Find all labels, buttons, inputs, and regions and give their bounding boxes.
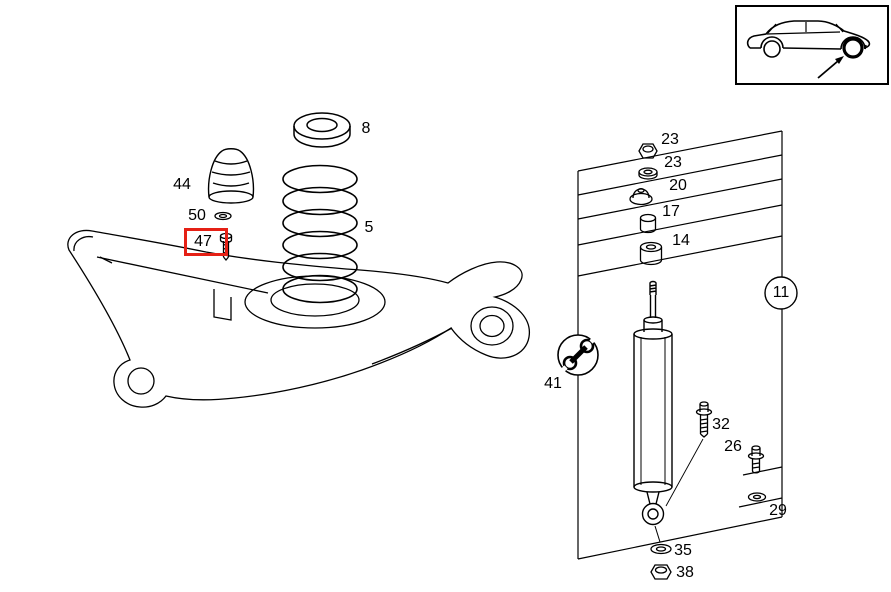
nut-38-drawing xyxy=(650,564,672,580)
bump-stop-drawing xyxy=(207,148,255,204)
arm-foot-eye xyxy=(127,367,155,395)
piston-rod xyxy=(649,295,657,318)
coil-spring-drawing xyxy=(282,164,358,304)
spacer-14-drawing xyxy=(639,241,663,266)
part-label-38[interactable]: 38 xyxy=(676,564,694,581)
dome-washer-20-drawing xyxy=(629,188,653,206)
shock-absorber-drawing xyxy=(633,280,673,543)
part-label-5[interactable]: 5 xyxy=(364,219,374,236)
part-label-35[interactable]: 35 xyxy=(674,542,692,559)
bushing-17-drawing xyxy=(639,213,657,234)
shelf-lines xyxy=(577,154,783,277)
part-label-14[interactable]: 14 xyxy=(672,232,690,249)
leader-line-32 xyxy=(665,438,704,507)
part-label-11[interactable]: 11 xyxy=(772,284,790,301)
part-label-26[interactable]: 26 xyxy=(724,438,742,455)
control-arm-drawing xyxy=(67,229,530,408)
spring-seat xyxy=(244,275,386,329)
nut-23-drawing xyxy=(638,143,658,159)
part-label-47[interactable]: 47 xyxy=(194,233,212,250)
part-label-32[interactable]: 32 xyxy=(712,416,730,433)
bolt-32-drawing xyxy=(665,401,713,507)
part-label-29[interactable]: 29 xyxy=(769,502,787,519)
car-location-inset xyxy=(735,5,889,85)
bolt-26-drawing xyxy=(747,445,765,474)
fastener-stack-drawing xyxy=(629,143,663,266)
front-wheel xyxy=(763,40,781,58)
spring-pad-drawing xyxy=(293,112,351,148)
part-label-23-top[interactable]: 23 xyxy=(661,131,679,148)
part-label-17[interactable]: 17 xyxy=(662,203,680,220)
washer-29-drawing xyxy=(747,492,767,502)
arm-bushing-eye xyxy=(470,306,514,346)
washer-50-drawing xyxy=(214,211,232,221)
frame-top-edge xyxy=(577,130,783,172)
arm-bracket xyxy=(213,289,232,321)
part-label-41[interactable]: 41 xyxy=(544,375,562,392)
part-label-44[interactable]: 44 xyxy=(173,176,191,193)
rear-wheel-highlight xyxy=(842,37,864,59)
shock-body xyxy=(633,334,673,487)
part-label-20[interactable]: 20 xyxy=(669,177,687,194)
washer-23-drawing xyxy=(638,167,658,180)
wrench-badge xyxy=(557,334,599,376)
part-label-23-washer[interactable]: 23 xyxy=(664,154,682,171)
washer-35-drawing xyxy=(650,543,672,555)
part-label-8[interactable]: 8 xyxy=(361,120,371,137)
exploded-frame xyxy=(577,130,783,560)
frame-bottom-edge xyxy=(577,516,783,560)
car-silhouette-icon xyxy=(746,20,871,59)
piston-rod-thread xyxy=(649,280,657,295)
bracket-steps xyxy=(738,466,783,508)
wrench-icon xyxy=(559,335,598,374)
group-circle-11 xyxy=(764,276,798,310)
inset-border xyxy=(735,5,889,85)
shock-lower-eye xyxy=(641,502,665,526)
axle-pointer-arrow xyxy=(817,56,844,79)
part-label-50[interactable]: 50 xyxy=(188,207,206,224)
